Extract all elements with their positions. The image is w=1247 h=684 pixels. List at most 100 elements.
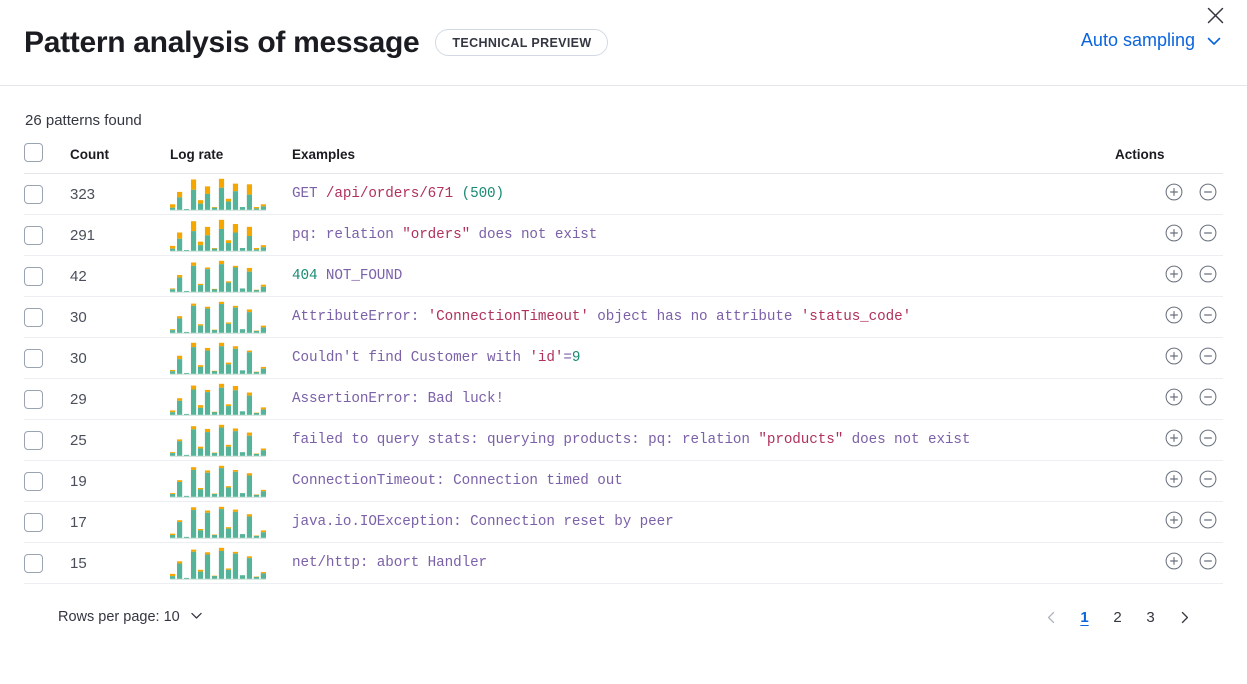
close-icon[interactable] xyxy=(1202,2,1228,28)
example-token: failed to query stats: querying products… xyxy=(292,432,759,448)
pagination-page-3[interactable]: 3 xyxy=(1146,608,1155,626)
minus-in-circle-icon[interactable] xyxy=(1199,388,1217,411)
table-footer: Rows per page: 10 1 2 3 xyxy=(24,584,1223,632)
table-row[interactable]: 30 Couldn't find Customer with 'id'=9 xyxy=(24,337,1223,379)
example-token: "orders" xyxy=(402,227,471,243)
auto-sampling-dropdown[interactable]: Auto sampling xyxy=(1081,30,1223,51)
example-token: GET xyxy=(292,186,326,202)
select-all-header xyxy=(24,143,70,174)
row-count: 19 xyxy=(70,460,170,502)
column-header-count[interactable]: Count xyxy=(70,143,170,174)
minus-in-circle-icon[interactable] xyxy=(1199,183,1217,206)
row-count: 30 xyxy=(70,337,170,379)
row-count: 323 xyxy=(70,173,170,215)
minus-in-circle-icon[interactable] xyxy=(1199,347,1217,370)
example-token: AssertionError: Bad luck! xyxy=(292,391,504,407)
row-example: Couldn't find Customer with 'id'=9 xyxy=(292,337,1115,379)
row-example: AssertionError: Bad luck! xyxy=(292,378,1115,420)
row-checkbox[interactable] xyxy=(24,307,43,327)
plus-in-circle-icon[interactable] xyxy=(1165,183,1183,206)
example-token: NOT_FOUND xyxy=(317,268,403,284)
row-example: failed to query stats: querying products… xyxy=(292,419,1115,461)
chevron-right-icon[interactable] xyxy=(1169,602,1199,632)
table-header: Count Log rate Examples Actions xyxy=(24,143,1223,174)
example-token: = xyxy=(563,350,572,366)
chevron-down-icon xyxy=(189,608,204,627)
minus-in-circle-icon[interactable] xyxy=(1199,552,1217,575)
row-actions xyxy=(1115,296,1223,338)
row-checkbox[interactable] xyxy=(24,184,43,204)
row-checkbox[interactable] xyxy=(24,430,43,450)
row-actions xyxy=(1115,419,1223,461)
column-header-actions: Actions xyxy=(1115,143,1223,174)
plus-in-circle-icon[interactable] xyxy=(1165,511,1183,534)
row-select-cell xyxy=(24,337,70,379)
row-checkbox[interactable] xyxy=(24,348,43,368)
example-token: 9 xyxy=(571,350,581,366)
plus-in-circle-icon[interactable] xyxy=(1165,306,1183,329)
example-token: (500) xyxy=(461,186,505,202)
minus-in-circle-icon[interactable] xyxy=(1199,224,1217,247)
pagination-page-1[interactable]: 1 xyxy=(1080,608,1089,626)
row-select-cell xyxy=(24,460,70,502)
minus-in-circle-icon[interactable] xyxy=(1199,306,1217,329)
column-header-examples[interactable]: Examples xyxy=(292,143,1115,174)
row-count: 29 xyxy=(70,378,170,420)
row-log-rate-sparkline xyxy=(170,255,292,297)
example-token: Couldn't find Customer with xyxy=(292,350,530,366)
pagination: 1 2 3 xyxy=(1036,602,1199,632)
row-log-rate-sparkline xyxy=(170,542,292,584)
table-row[interactable]: 29 AssertionError: Bad luck! xyxy=(24,378,1223,420)
table-row[interactable]: 19 ConnectionTimeout: Connection timed ou… xyxy=(24,460,1223,502)
row-example: ConnectionTimeout: Connection timed out xyxy=(292,460,1115,502)
rows-per-page-selector[interactable]: Rows per page: 10 xyxy=(58,608,204,627)
example-token: 'ConnectionTimeout' xyxy=(427,309,589,325)
row-actions xyxy=(1115,173,1223,215)
example-token: 'status_code' xyxy=(800,309,912,325)
example-token: 'id' xyxy=(529,350,564,366)
example-token: java.io.IOException: Connection reset by… xyxy=(292,514,674,530)
plus-in-circle-icon[interactable] xyxy=(1165,429,1183,452)
row-actions xyxy=(1115,542,1223,584)
plus-in-circle-icon[interactable] xyxy=(1165,552,1183,575)
row-checkbox[interactable] xyxy=(24,389,43,409)
plus-in-circle-icon[interactable] xyxy=(1165,347,1183,370)
select-all-checkbox[interactable] xyxy=(24,143,43,162)
row-actions xyxy=(1115,460,1223,502)
row-example: pq: relation "orders" does not exist xyxy=(292,214,1115,256)
pagination-page-2[interactable]: 2 xyxy=(1113,608,1122,626)
row-select-cell xyxy=(24,419,70,461)
row-checkbox[interactable] xyxy=(24,266,43,286)
row-log-rate-sparkline xyxy=(170,173,292,215)
row-checkbox[interactable] xyxy=(24,553,43,573)
plus-in-circle-icon[interactable] xyxy=(1165,470,1183,493)
minus-in-circle-icon[interactable] xyxy=(1199,265,1217,288)
row-log-rate-sparkline xyxy=(170,501,292,543)
minus-in-circle-icon[interactable] xyxy=(1199,511,1217,534)
minus-in-circle-icon[interactable] xyxy=(1199,429,1217,452)
example-token xyxy=(453,186,461,202)
row-select-cell xyxy=(24,214,70,256)
row-actions xyxy=(1115,378,1223,420)
row-checkbox[interactable] xyxy=(24,512,43,532)
row-actions xyxy=(1115,214,1223,256)
chevron-left-icon[interactable] xyxy=(1036,602,1066,632)
plus-in-circle-icon[interactable] xyxy=(1165,388,1183,411)
row-actions xyxy=(1115,255,1223,297)
row-checkbox[interactable] xyxy=(24,471,43,491)
row-log-rate-sparkline xyxy=(170,460,292,502)
minus-in-circle-icon[interactable] xyxy=(1199,470,1217,493)
plus-in-circle-icon[interactable] xyxy=(1165,224,1183,247)
column-header-log-rate[interactable]: Log rate xyxy=(170,143,292,174)
plus-in-circle-icon[interactable] xyxy=(1165,265,1183,288)
page-header: Pattern analysis of message TECHNICAL PR… xyxy=(0,0,1247,86)
row-example: 404 NOT_FOUND xyxy=(292,255,1115,297)
row-checkbox[interactable] xyxy=(24,225,43,245)
